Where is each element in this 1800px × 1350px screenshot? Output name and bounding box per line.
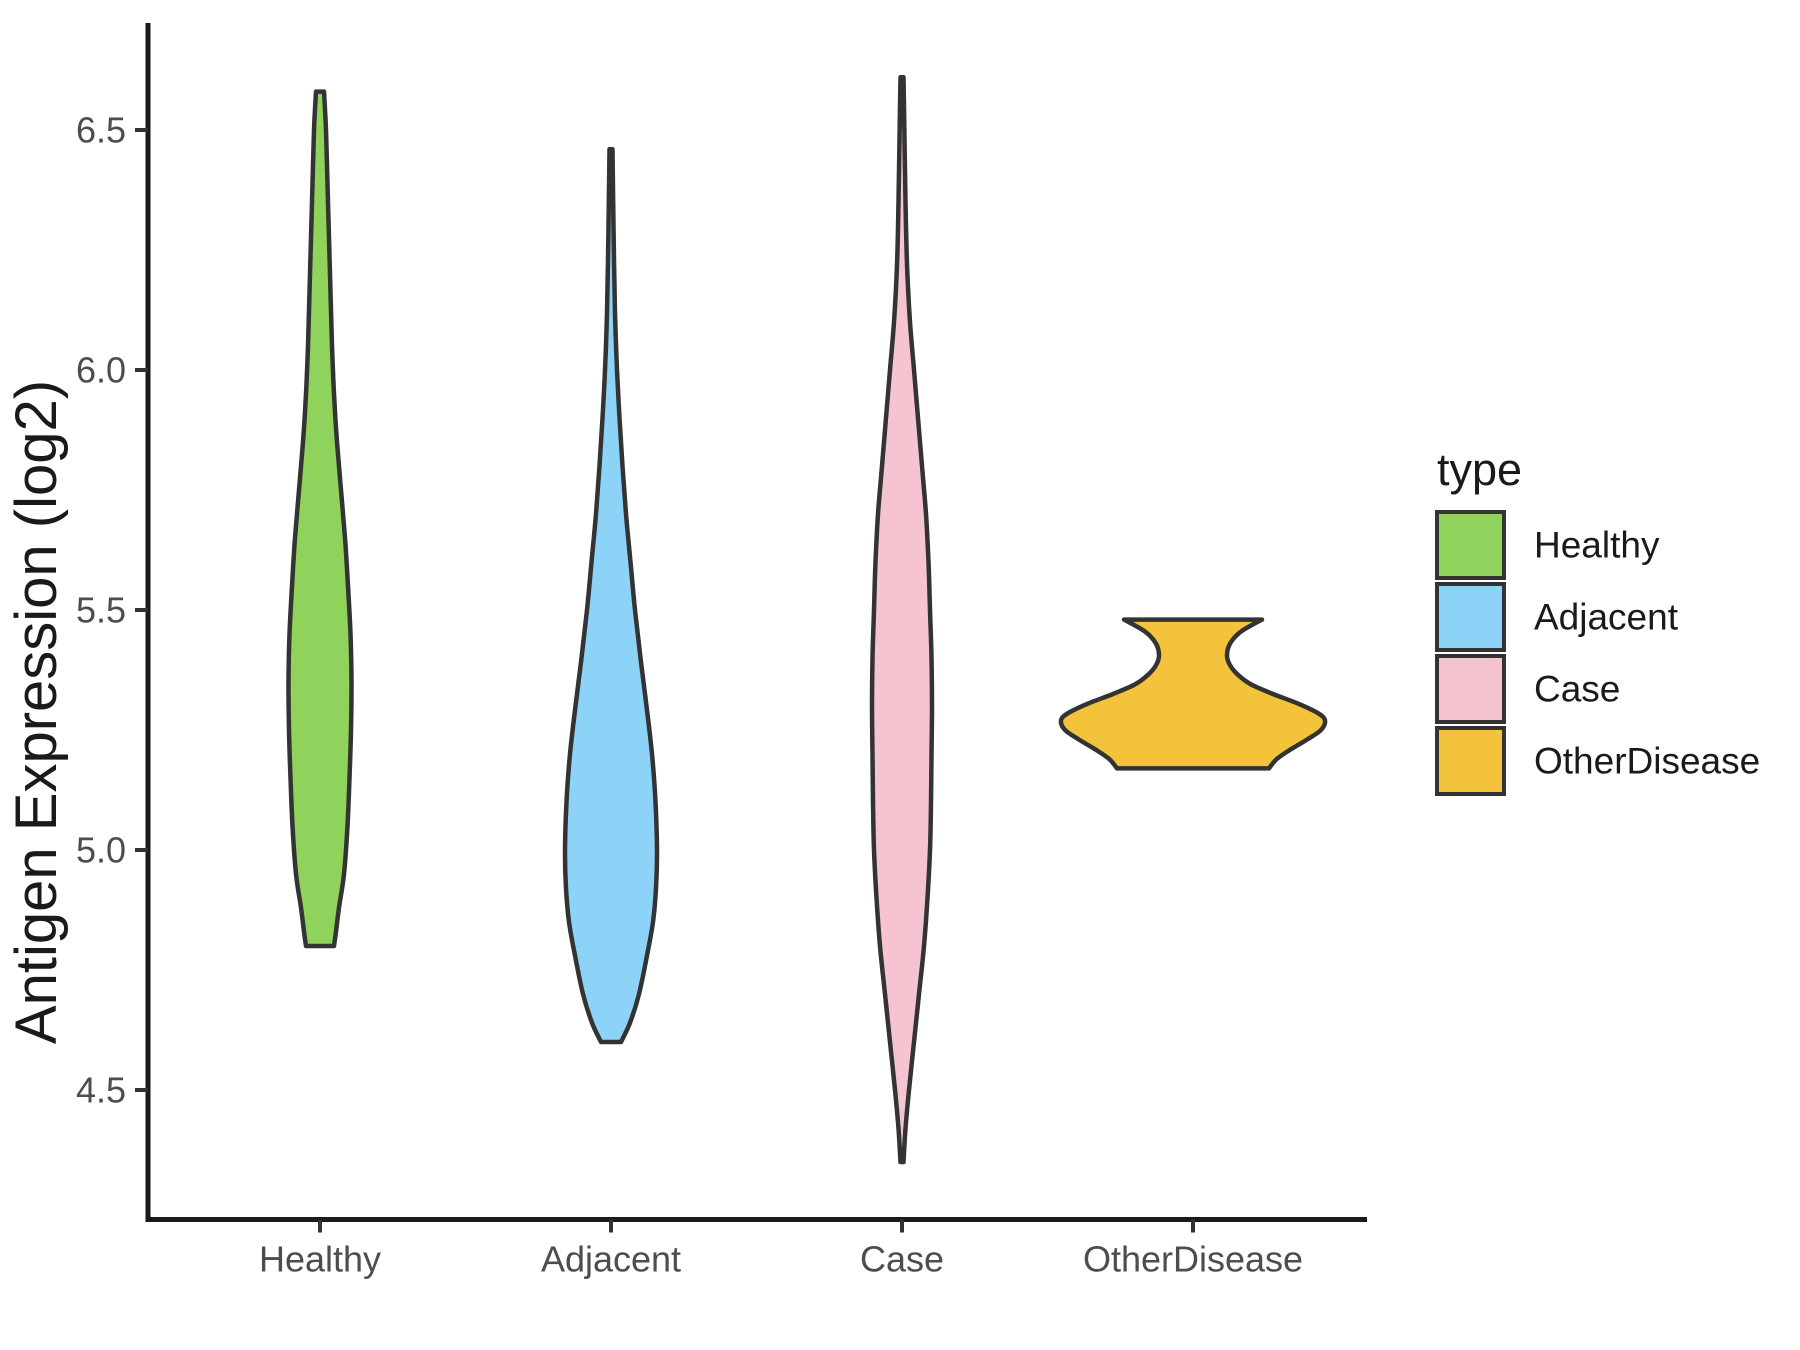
legend-label-adjacent: Adjacent <box>1534 597 1679 638</box>
y-tick-label: 6.0 <box>76 350 126 391</box>
legend-title: type <box>1437 444 1522 495</box>
y-tick-label: 4.5 <box>76 1070 126 1111</box>
x-tick-label: Adjacent <box>541 1239 681 1280</box>
violin-otherdisease <box>1058 617 1328 771</box>
violin-adjacent <box>562 146 660 1045</box>
legend-label-case: Case <box>1534 669 1620 710</box>
violin-healthy <box>286 89 354 949</box>
legend-key-healthy <box>1435 510 1506 580</box>
violin-case <box>869 74 935 1165</box>
x-tick-label: Healthy <box>259 1239 381 1280</box>
y-tick-label: 6.5 <box>76 110 126 151</box>
legend-key-adjacent <box>1435 582 1506 652</box>
legend-key-case <box>1435 654 1506 724</box>
y-tick-label: 5.0 <box>76 830 126 871</box>
x-tick-label: Case <box>860 1239 944 1280</box>
legend-key-otherdisease <box>1435 726 1506 796</box>
y-tick-label: 5.5 <box>76 590 126 631</box>
legend-label-otherdisease: OtherDisease <box>1534 741 1760 782</box>
x-tick-label: OtherDisease <box>1083 1239 1303 1280</box>
y-axis-title: Antigen Expression (log2) <box>4 380 69 1044</box>
legend-label-healthy: Healthy <box>1534 525 1660 566</box>
